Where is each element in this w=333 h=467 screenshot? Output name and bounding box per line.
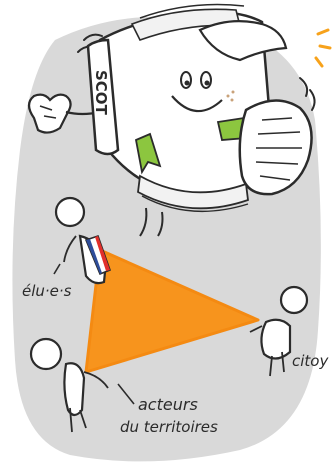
elu-head	[56, 198, 84, 226]
right-eye	[201, 72, 211, 88]
left-eye	[181, 72, 191, 88]
label-acteurs-line1: acteurs	[138, 395, 198, 414]
label-citoyens: citoy	[292, 352, 329, 370]
label-acteurs-line2: du territoires	[120, 418, 218, 436]
label-elus: élu·e·s	[22, 282, 72, 300]
citoyen-head	[281, 287, 307, 313]
acteur-head	[31, 339, 61, 369]
accent-marks	[316, 30, 330, 66]
book-label: SCOT	[92, 70, 110, 116]
